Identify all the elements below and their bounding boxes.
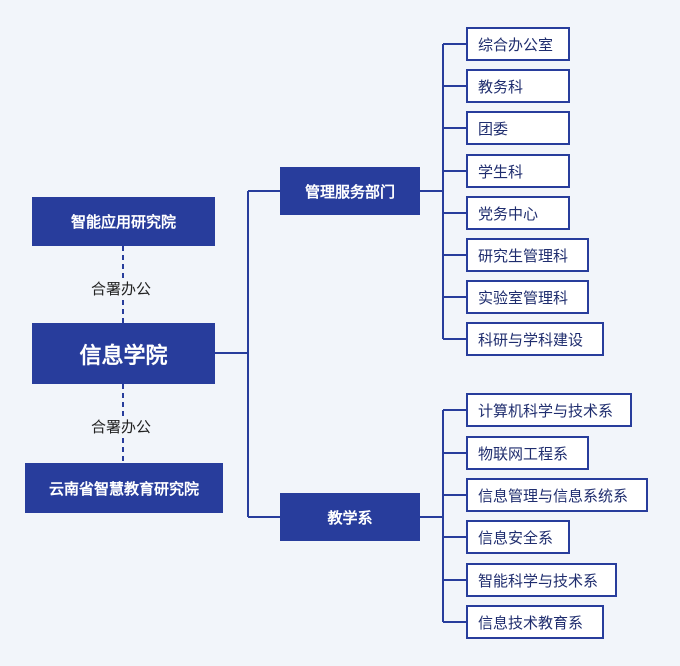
dept-box: 综合办公室 xyxy=(466,27,570,61)
dept-label: 物联网工程系 xyxy=(478,444,569,463)
dept-box: 学生科 xyxy=(466,154,570,188)
dept-box: 实验室管理科 xyxy=(466,280,589,314)
dept-label: 实验室管理科 xyxy=(478,288,569,307)
dept-box: 研究生管理科 xyxy=(466,238,589,272)
dept-box: 信息技术教育系 xyxy=(466,605,604,639)
dept-box: 教务科 xyxy=(466,69,570,103)
connector-label-bottom: 合署办公 xyxy=(89,416,154,437)
dept-box: 信息安全系 xyxy=(466,520,570,554)
dept-box: 物联网工程系 xyxy=(466,436,589,470)
branch-box-teaching: 教学系 xyxy=(280,493,420,541)
dept-box: 智能科学与技术系 xyxy=(466,563,617,597)
dept-label: 信息安全系 xyxy=(478,528,554,547)
root-box: 信息学院 xyxy=(32,323,215,384)
dept-label: 团委 xyxy=(478,119,509,138)
partner-box-bottom: 云南省智慧教育研究院 xyxy=(25,463,223,513)
partner-label-bottom: 云南省智慧教育研究院 xyxy=(48,479,199,498)
dept-label: 科研与学科建设 xyxy=(478,330,584,349)
dept-label: 党务中心 xyxy=(478,204,539,223)
partner-label-top: 智能应用研究院 xyxy=(70,213,176,231)
dept-label: 研究生管理科 xyxy=(478,246,569,265)
dept-box: 信息管理与信息系统系 xyxy=(466,478,648,512)
dept-box: 计算机科学与技术系 xyxy=(466,393,632,427)
partner-box-top: 智能应用研究院 xyxy=(32,197,215,246)
branch-label-teaching: 教学系 xyxy=(327,508,373,527)
dept-box: 科研与学科建设 xyxy=(466,322,604,356)
branch-box-mgmt: 管理服务部门 xyxy=(280,167,420,215)
dept-box: 团委 xyxy=(466,111,570,145)
dept-label: 信息管理与信息系统系 xyxy=(478,486,629,505)
dept-box: 党务中心 xyxy=(466,196,570,230)
dept-label: 教务科 xyxy=(478,77,524,96)
dept-label: 综合办公室 xyxy=(478,35,554,54)
branch-label-mgmt: 管理服务部门 xyxy=(304,182,395,201)
dept-label: 学生科 xyxy=(478,162,524,181)
dept-label: 智能科学与技术系 xyxy=(478,571,599,590)
dept-label: 信息技术教育系 xyxy=(478,613,584,632)
connector-label-top: 合署办公 xyxy=(89,278,154,299)
root-label: 信息学院 xyxy=(79,343,168,369)
dept-label: 计算机科学与技术系 xyxy=(478,401,614,420)
